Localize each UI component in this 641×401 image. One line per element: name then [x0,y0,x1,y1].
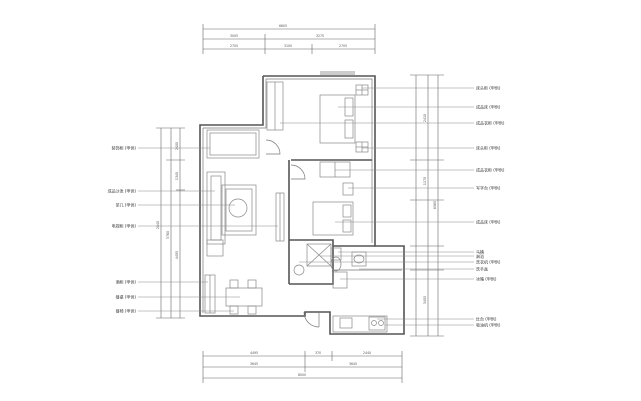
label-desk: 写字台 (甲供) [476,185,501,191]
label-wine-cabinet: 酒柜 (甲供) [116,279,137,285]
label-bed-1: 成品床 (甲供) [476,104,501,110]
label-decor-cabinet: 装饰柜 (甲供) [112,145,137,151]
master-bedroom [266,81,369,153]
left-sub-2: 3760 [166,231,170,239]
left-dim-3: 4495 [175,251,179,259]
left-dim-2: 1340 [175,172,179,180]
left-dim-1: 2400 [175,142,179,150]
bed-second [312,201,354,236]
doors [265,139,320,328]
top-dim-2: 3275 [316,34,324,38]
right-dim-2: 1170 [423,177,427,185]
coffee-table [228,198,248,218]
top-sub-1: 2705 [230,44,238,48]
top-dimensions: 6605 3005 3275 2705 3100 2705 [202,24,376,54]
label-range-hood: 吸油机 (甲供) [476,322,501,328]
label-shower: 淋浴 [476,253,484,259]
top-total-dim: 6605 [279,24,287,28]
counter [332,315,388,333]
label-wardrobe-2: 成品衣柜 (甲供) [476,167,505,173]
decor-cabinet [206,129,260,159]
right-dimensions: 2410 1170 3405 6565 [410,74,444,337]
washing-machine [293,264,305,276]
sofa [206,171,226,245]
stove [368,316,386,331]
left-dimensions: 2840 3760 2400 1340 4495 [156,127,185,319]
top-dim-1: 3005 [230,34,238,38]
label-dining-chair: 餐椅 (甲供) [116,308,137,314]
label-coffee-table: 茶几 (甲供) [116,202,137,208]
dining-area [204,274,263,315]
top-sub-3: 2705 [339,44,347,48]
kitchen [332,271,388,333]
sink [339,317,353,329]
label-sofa: 成品沙发 (甲供) [108,188,137,194]
living-room [206,129,285,257]
bottom-sub-1: 3645 [250,362,258,366]
right-callouts: 床头柜 (甲供) 成品床 (甲供) 成品衣柜 (甲供) 床头柜 (甲供) 成品衣… [280,85,505,328]
bottom-dim-2: 370 [315,351,321,355]
label-toilet: 马桶 [476,249,484,255]
label-wash-basin: 洗手盆 [476,266,488,272]
bottom-dim-1: 4495 [250,351,258,355]
label-tv-cabinet: 电视柜 (甲供) [112,223,137,229]
label-bed-2: 成品床 (甲供) [476,219,501,225]
carpet [221,184,257,236]
right-sub-1: 6565 [433,201,437,209]
label-wardrobe-1: 成品衣柜 (甲供) [476,120,505,126]
second-bedroom [312,161,354,236]
bed-master [319,94,356,144]
label-fridge: 冰箱 (甲供) [476,276,497,282]
bathroom [293,243,367,276]
label-nightstand-2: 床头柜 (甲供) [476,145,501,151]
right-dim-3: 3405 [423,296,427,304]
shower [306,243,332,267]
armchair [206,239,224,257]
left-callouts: 装饰柜 (甲供) 成品沙发 (甲供) 茶几 (甲供) 电视柜 (甲供) 酒柜 (… [108,145,278,314]
label-nightstand-1: 床头柜 (甲供) [476,85,501,91]
left-sub-1: 2840 [156,221,160,229]
bottom-dimensions: 4495 370 2440 3645 3645 8000 [202,351,403,383]
label-stove: 灶台 (甲供) [476,316,497,322]
label-washing-machine: 洗衣机 (甲供) [476,259,501,265]
bottom-dim-3: 2440 [363,351,371,355]
fridge [332,271,348,289]
right-dim-1: 2410 [423,114,427,122]
top-sub-2: 3100 [284,44,292,48]
bottom-total-dim: 8000 [298,373,306,377]
bottom-sub-2: 3645 [349,362,357,366]
desk [342,182,354,196]
label-dining-table: 餐桌 (甲供) [116,294,137,300]
